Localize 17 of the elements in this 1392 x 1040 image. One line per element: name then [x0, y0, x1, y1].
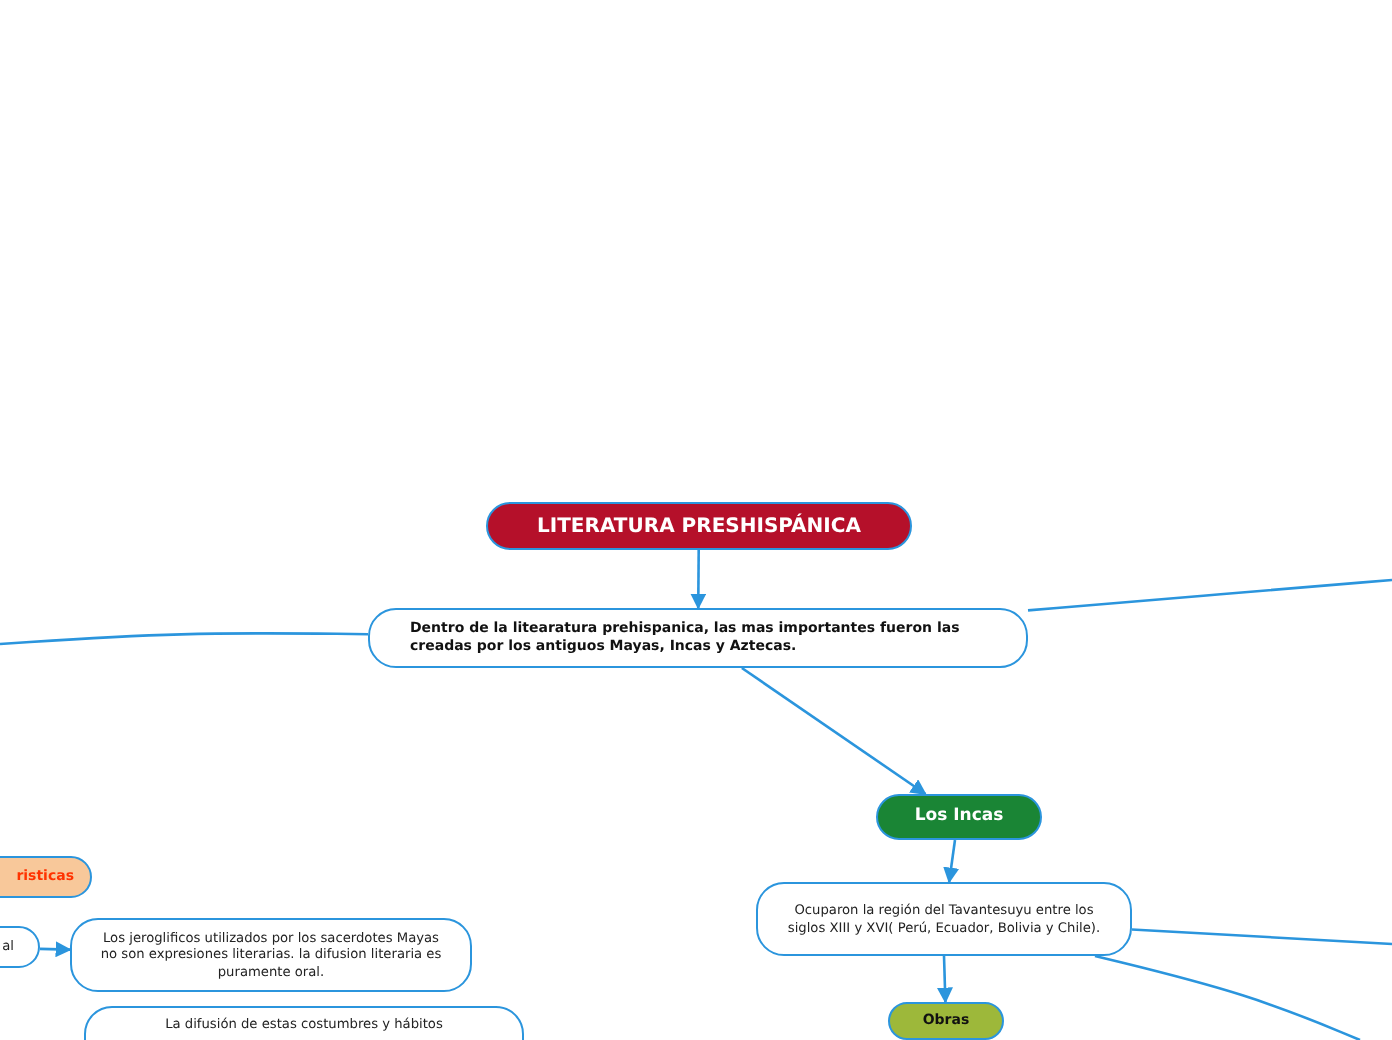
topic-box — [368, 608, 1028, 668]
connector — [943, 839, 960, 884]
connector — [690, 550, 707, 610]
connector — [1131, 928, 1392, 946]
connector — [1027, 578, 1392, 612]
topic-box — [876, 794, 1042, 840]
note-box — [756, 882, 1132, 956]
node-text: Los Incas — [914, 805, 1004, 829]
title-box — [486, 502, 912, 550]
connector — [741, 666, 927, 796]
connector — [1094, 954, 1361, 1040]
topic-box — [888, 1002, 1004, 1040]
connector — [39, 941, 72, 958]
note-box — [70, 918, 472, 992]
connector — [937, 955, 953, 1004]
connector — [0, 632, 368, 646]
node-text: LITERATURA PRESHISPÁNICA — [537, 513, 861, 539]
